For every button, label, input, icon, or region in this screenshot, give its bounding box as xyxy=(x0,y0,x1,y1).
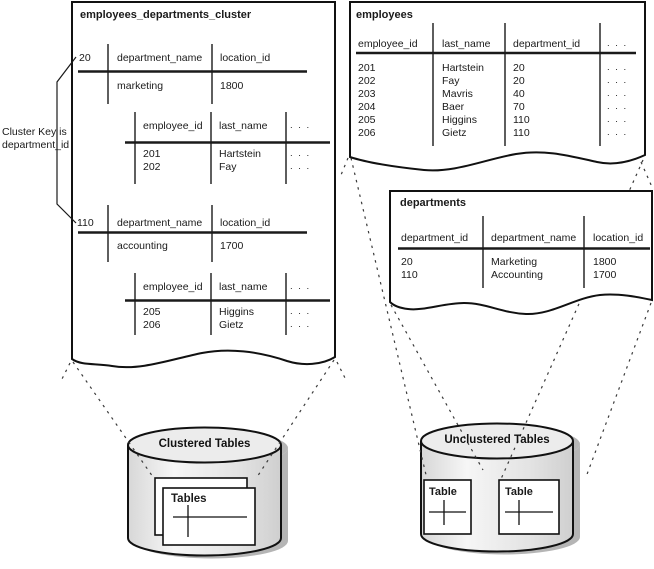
table-cell: Gietz xyxy=(442,127,467,139)
cluster-panel-title: employees_departments_cluster xyxy=(80,9,252,21)
torn-corner-tick xyxy=(640,161,653,188)
table-cell: Accounting xyxy=(491,269,543,281)
table-cell: 70 xyxy=(513,101,525,113)
table-cell: Fay xyxy=(442,75,460,87)
departments-funnel-left-line xyxy=(390,304,484,471)
table-cell: Baer xyxy=(442,101,465,113)
table-cell: Higgins xyxy=(442,114,478,126)
clustered-funnel-right-line xyxy=(256,359,335,478)
funnel-lines xyxy=(61,157,653,480)
ellipsis-cell: . . . xyxy=(290,319,311,330)
column-header: department_name xyxy=(117,52,203,64)
column-header: location_id xyxy=(220,52,271,64)
column-header: employee_id xyxy=(143,120,203,132)
table-cell: Hartstein xyxy=(219,148,262,160)
ellipsis-cell: . . . xyxy=(290,161,311,172)
table-cell: 204 xyxy=(358,101,376,113)
employees-panel-sheet xyxy=(349,1,646,172)
table-cell: 110 xyxy=(401,269,418,281)
ellipsis-cell: . . . xyxy=(290,148,311,159)
column-header: employee_id xyxy=(143,281,203,293)
table-cell: Marketing xyxy=(491,256,538,268)
table-cell: 202 xyxy=(143,161,161,173)
clustered-cylinder-label: Clustered Tables xyxy=(158,438,251,450)
employees-funnel-right-line xyxy=(500,159,644,480)
departments-panel-sheet xyxy=(389,190,653,316)
cluster-key-note-line1: Cluster Key is xyxy=(2,126,67,138)
column-header: department_name xyxy=(117,217,203,229)
table-cell: 205 xyxy=(358,114,376,126)
tables-card-label: Tables xyxy=(171,493,207,505)
table-cell: 201 xyxy=(143,148,161,160)
clustered-funnel-left-line xyxy=(72,361,154,478)
table-card-label: Table xyxy=(429,486,457,498)
ellipsis-cell: . . . xyxy=(290,306,311,317)
unclustered-cylinder-label: Unclustered Tables xyxy=(444,434,550,446)
table-cell: 1700 xyxy=(593,269,617,281)
table-cell: 201 xyxy=(358,62,376,74)
table-cell: marketing xyxy=(117,80,164,92)
ellipsis-cell: . . . xyxy=(607,75,628,86)
cluster-key-value: 110 xyxy=(77,217,94,229)
table-card-label: Table xyxy=(505,486,533,498)
table-cell: 206 xyxy=(358,127,376,139)
employees-table-lines xyxy=(356,23,636,146)
table-cell: accounting xyxy=(117,240,168,252)
table-cell: Mavris xyxy=(442,88,473,100)
torn-corner-tick xyxy=(340,157,349,176)
ellipsis-column: . . . xyxy=(607,38,628,49)
table-cell: Higgins xyxy=(219,306,255,318)
table-cell: 110 xyxy=(513,127,530,139)
unclustered-table-card-2 xyxy=(498,479,560,535)
table-cell: Hartstein xyxy=(442,62,485,74)
ellipsis-column: . . . xyxy=(290,281,311,292)
column-header: department_id xyxy=(513,38,581,50)
column-header: last_name xyxy=(219,120,268,132)
ellipsis-cell: . . . xyxy=(607,114,628,125)
column-header: employee_id xyxy=(358,38,418,50)
column-header: location_id xyxy=(593,232,644,244)
table-cell: Gietz xyxy=(219,319,244,331)
ellipsis-cell: . . . xyxy=(607,62,628,73)
table-cell: 1700 xyxy=(220,240,244,252)
table-cell: 206 xyxy=(143,319,161,331)
clustered-tables-card xyxy=(154,477,256,546)
column-header: last_name xyxy=(442,38,491,50)
table-cell: 20 xyxy=(513,62,525,74)
table-cell: Fay xyxy=(219,161,237,173)
column-header: location_id xyxy=(220,217,271,229)
table-cell: 1800 xyxy=(220,80,244,92)
table-cell: 202 xyxy=(358,75,376,87)
departments-funnel-right-line xyxy=(585,302,652,478)
column-header: last_name xyxy=(219,281,268,293)
table-cell: 110 xyxy=(513,114,530,126)
table-cell: 205 xyxy=(143,306,161,318)
employees-funnel-left-line xyxy=(350,157,428,480)
departments-panel-title: departments xyxy=(400,197,467,209)
employees-panel-title: employees xyxy=(356,9,413,21)
table-cell: 20 xyxy=(401,256,413,268)
departments-table-lines xyxy=(398,216,650,288)
cluster-key-note-line2: department_id xyxy=(2,139,70,151)
ellipsis-cell: . . . xyxy=(607,88,628,99)
table-cell: 1800 xyxy=(593,256,617,268)
table-cell: 40 xyxy=(513,88,525,100)
column-header: department_id xyxy=(401,232,469,244)
torn-corner-tick xyxy=(61,362,71,380)
torn-corner-tick xyxy=(336,361,346,379)
cluster-key-value: 20 xyxy=(79,52,91,64)
table-cell: 20 xyxy=(513,75,525,87)
column-header: department_name xyxy=(491,232,577,244)
cluster-key-bracket xyxy=(56,56,77,224)
unclustered-table-card-1 xyxy=(423,479,472,535)
ellipsis-cell: . . . xyxy=(607,101,628,112)
cluster-panel-sheet xyxy=(71,1,336,369)
table-cell: 203 xyxy=(358,88,376,100)
ellipsis-cell: . . . xyxy=(607,127,628,138)
cluster-panel-table-lines xyxy=(78,44,330,335)
ellipsis-column: . . . xyxy=(290,120,311,131)
